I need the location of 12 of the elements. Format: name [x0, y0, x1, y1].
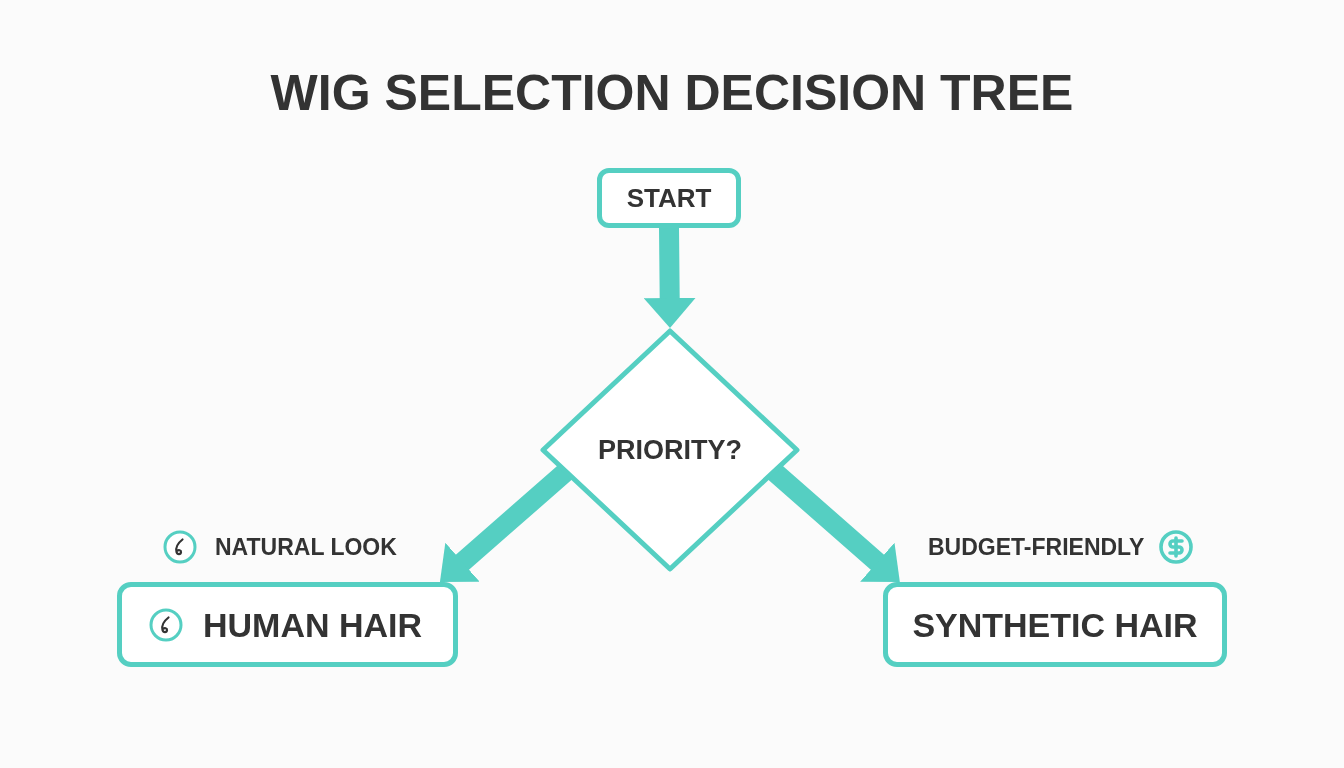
- node-label: HUMAN HAIR: [203, 607, 423, 642]
- node-label: SYNTHETIC HAIR: [912, 607, 1198, 642]
- node-label: START: [626, 185, 712, 211]
- result-box: [117, 582, 458, 667]
- start-box: [597, 168, 741, 228]
- option-label: BUDGET-FRIENDLY: [928, 535, 1145, 559]
- result-box: [883, 582, 1227, 667]
- option-label: NATURAL LOOK: [215, 535, 397, 559]
- diagram-title: WIG SELECTION DECISION TREE: [270, 68, 1074, 118]
- arrow: [643, 227, 696, 329]
- decision-diamond: [540, 328, 800, 572]
- node-label: PRIORITY?: [598, 436, 742, 464]
